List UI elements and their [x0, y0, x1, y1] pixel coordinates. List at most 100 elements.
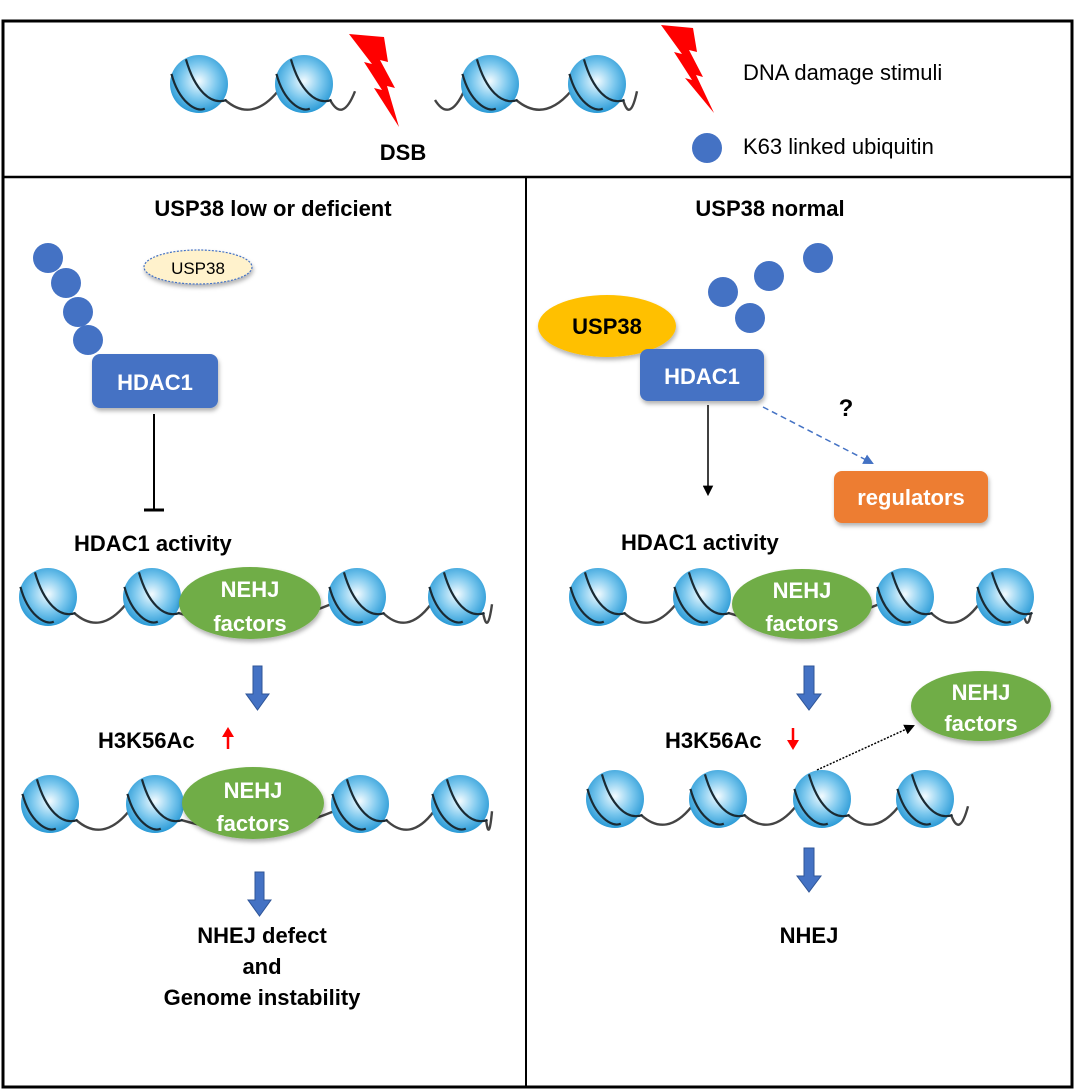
nucleosome-icon	[123, 568, 181, 626]
nucleosome-icon	[21, 775, 79, 833]
nhej-factors-line1: NEHJ	[773, 578, 832, 603]
dna-linker	[382, 603, 432, 624]
decrease-arrow-icon	[787, 728, 799, 750]
left-panel-title: USP38 low or deficient	[154, 196, 392, 221]
usp38-normal-badge: USP38	[538, 295, 676, 357]
nucleosome-icon	[461, 55, 519, 113]
dna-linker	[433, 90, 465, 111]
nhej-factors-line2: factors	[765, 611, 838, 636]
hdac1-box-left: HDAC1	[92, 354, 218, 408]
right-panel-title: USP38 normal	[695, 196, 844, 221]
ubiquitin-dot-icon	[735, 303, 765, 333]
chromatin-without-nhej-factors	[586, 770, 970, 828]
free-ubiquitin	[708, 243, 833, 333]
nhej-factors-line1: NEHJ	[221, 577, 280, 602]
dna-linker	[481, 604, 494, 624]
nucleosome-icon	[793, 770, 851, 828]
lightning-bolt-icon	[661, 25, 714, 113]
flow-arrow-down	[796, 665, 822, 711]
dna-linker	[75, 810, 130, 831]
hdac1-activity-label: HDAC1 activity	[74, 531, 232, 556]
nucleosome-icon	[569, 568, 627, 626]
dna-linker	[329, 90, 357, 111]
dna-linker	[484, 811, 494, 831]
usp38-normal-label: USP38	[572, 314, 642, 339]
outcome-line3: Genome instability	[164, 985, 362, 1010]
nhej-factors-bubble: NEHJ factors	[179, 567, 321, 639]
chromatin-with-nhej-factors	[569, 568, 1034, 626]
hdac1-label: HDAC1	[117, 370, 193, 395]
nhej-factors-line1: NEHJ	[952, 680, 1011, 705]
ubiquitin-chain	[33, 243, 103, 355]
flow-arrow-down	[796, 847, 822, 893]
dna-linker	[385, 810, 435, 831]
dsb-label: DSB	[380, 140, 426, 165]
dna-linker	[73, 603, 127, 624]
nucleosome-icon	[19, 568, 77, 626]
usp38-low-label: USP38	[171, 259, 225, 278]
nhej-factors-line1: NEHJ	[224, 778, 283, 803]
regulators-box: regulators	[834, 471, 988, 523]
dna-linker	[640, 805, 693, 826]
usp38-low-badge: USP38	[143, 249, 253, 285]
flow-arrow-down	[247, 871, 272, 917]
nucleosome-icon	[328, 568, 386, 626]
released-nhej-factors-bubble: NEHJ factors	[911, 671, 1051, 741]
dna-strand-right	[433, 55, 639, 113]
ubiquitin-dot-icon	[708, 277, 738, 307]
nhej-factors-line2: factors	[944, 711, 1017, 736]
ubiquitin-dot-icon	[803, 243, 833, 273]
dna-linker	[930, 603, 980, 624]
dna-linker	[623, 603, 677, 624]
dna-linker	[224, 90, 279, 111]
dna-linker	[949, 805, 970, 826]
putative-regulation-arrow	[762, 406, 874, 464]
ubiquitin-dot-icon	[63, 297, 93, 327]
nucleosome-icon	[976, 568, 1034, 626]
left-panel: USP38 low or deficient USP38 HDAC1 HDAC1…	[19, 196, 494, 1010]
frame	[1, 19, 1074, 1089]
nucleosome-icon	[331, 775, 389, 833]
nucleosome-icon	[568, 55, 626, 113]
lightning-bolt-icon	[349, 34, 399, 127]
dna-linker	[621, 90, 639, 111]
h3k56ac-label: H3K56Ac	[665, 728, 762, 753]
question-mark: ?	[839, 395, 854, 422]
nhej-factors-line2: factors	[213, 611, 286, 636]
regulators-label: regulators	[857, 485, 965, 510]
ubiquitin-dot-icon	[51, 268, 81, 298]
legend-damage-label: DNA damage stimuli	[743, 60, 942, 85]
outcome-line1: NHEJ defect	[197, 923, 327, 948]
release-arrow	[816, 724, 915, 771]
nucleosome-icon	[428, 568, 486, 626]
hdac1-box-right: HDAC1	[640, 349, 764, 401]
nucleosome-icon	[673, 568, 731, 626]
outcome-line2: and	[242, 954, 281, 979]
nucleosome-icon	[126, 775, 184, 833]
nucleosome-icon	[275, 55, 333, 113]
nucleosome-icon	[876, 568, 934, 626]
ubiquitin-dot-icon	[754, 261, 784, 291]
inhibition-arrow	[144, 414, 164, 512]
top-panel: DSB DNA damage stimuli K63 linked ubiqui…	[170, 25, 942, 165]
increase-arrow-icon	[222, 727, 234, 749]
hdac1-label: HDAC1	[664, 364, 740, 389]
dna-strand-left	[170, 55, 357, 113]
legend-ubiquitin-label: K63 linked ubiquitin	[743, 134, 934, 159]
flow-arrow-down	[245, 665, 270, 711]
dna-linker	[515, 90, 572, 111]
nhej-factors-line2: factors	[216, 811, 289, 836]
nucleosome-icon	[896, 770, 954, 828]
outcome-line1: NHEJ	[780, 923, 839, 948]
ubiquitin-dot-icon	[692, 133, 722, 163]
h3k56ac-label: H3K56Ac	[98, 728, 195, 753]
dna-linker	[743, 805, 797, 826]
hdac1-activity-label: HDAC1 activity	[621, 530, 779, 555]
nucleosome-icon	[689, 770, 747, 828]
ubiquitin-dot-icon	[33, 243, 63, 273]
chromatin-with-nhej-factors	[21, 775, 494, 833]
ubiquitin-dot-icon	[73, 325, 103, 355]
nucleosome-icon	[431, 775, 489, 833]
dna-linker	[847, 805, 900, 826]
